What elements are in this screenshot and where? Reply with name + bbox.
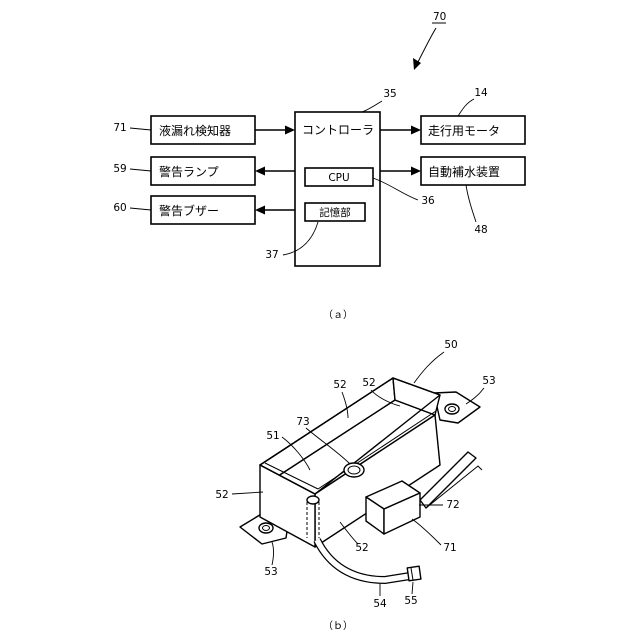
warning-lamp-leader — [130, 169, 151, 171]
ref-drain-hole: 73 — [296, 416, 309, 428]
cpu-ref: 36 — [421, 195, 435, 207]
tray-drawing: 50 52 52 53 73 51 52 72 71 52 53 54 55 — [215, 339, 495, 610]
memory-label: 記憶部 — [319, 206, 351, 219]
ref-wall-left: 52 — [215, 489, 228, 501]
water-supply-label: 自動補水装置 — [428, 165, 500, 179]
ref-detector: 71 — [443, 542, 456, 554]
warning-buzzer-label: 警告ブザー — [159, 203, 219, 218]
travel-motor-ref: 14 — [474, 87, 488, 99]
leak-detector-label: 液漏れ検知器 — [159, 123, 231, 138]
leader-wall-left — [232, 492, 263, 494]
leader-tray — [414, 352, 444, 383]
travel-motor-arrowhead — [411, 126, 421, 135]
ref-tray: 50 — [444, 339, 457, 351]
controller-label: コントローラ — [302, 123, 374, 137]
warning-lamp-ref: 59 — [113, 163, 126, 175]
ref-detector-box: 72 — [446, 499, 459, 511]
travel-motor-label: 走行用モータ — [428, 124, 500, 138]
leader-detector — [412, 519, 441, 545]
figure-ref-arrow — [418, 28, 436, 62]
ref-wall-top: 52 — [333, 379, 346, 391]
leader-flange-left — [272, 542, 274, 565]
block-diagram: コントローラ 35 CPU 36 記憶部 37 液漏れ検知器 71 警告ランプ … — [113, 87, 525, 266]
ref-flange-left: 53 — [264, 566, 277, 578]
controller-ref: 35 — [383, 88, 396, 100]
figure-ref-arrowhead — [413, 58, 421, 70]
water-supply-arrowhead — [411, 167, 421, 176]
warning-lamp-label: 警告ランプ — [159, 164, 219, 179]
leak-detector-arrowhead — [285, 126, 295, 135]
leader-flange-right — [466, 388, 484, 404]
controller-leader — [362, 101, 382, 112]
drain-hole-outer — [344, 463, 364, 477]
leak-detector-ref: 71 — [113, 122, 126, 134]
travel-motor-leader — [458, 99, 474, 116]
flange-right-hole — [445, 404, 459, 414]
caption-a: （ａ） — [323, 309, 353, 321]
cpu-label: CPU — [328, 172, 349, 184]
figure-ref-70: 70 — [433, 11, 446, 23]
ref-floor: 51 — [266, 430, 279, 442]
leader-hose-end — [412, 582, 413, 594]
warning-buzzer-ref: 60 — [113, 202, 126, 214]
memory-ref: 37 — [265, 249, 278, 261]
water-supply-leader — [466, 185, 476, 222]
flange-left-hole — [259, 523, 273, 533]
ref-wall-top-right: 52 — [362, 377, 375, 389]
water-supply-ref: 48 — [474, 224, 487, 236]
ref-hose-end: 55 — [404, 595, 417, 607]
warning-buzzer-leader — [130, 208, 151, 210]
leak-detector-leader — [130, 128, 151, 130]
warning-buzzer-arrowhead — [255, 206, 265, 215]
ref-flange-right: 53 — [482, 375, 495, 387]
hose-end — [407, 566, 421, 581]
warning-lamp-arrowhead — [255, 167, 265, 176]
caption-b: （ｂ） — [323, 620, 353, 632]
ref-hose: 54 — [373, 598, 387, 610]
drain-outlet — [307, 496, 319, 504]
